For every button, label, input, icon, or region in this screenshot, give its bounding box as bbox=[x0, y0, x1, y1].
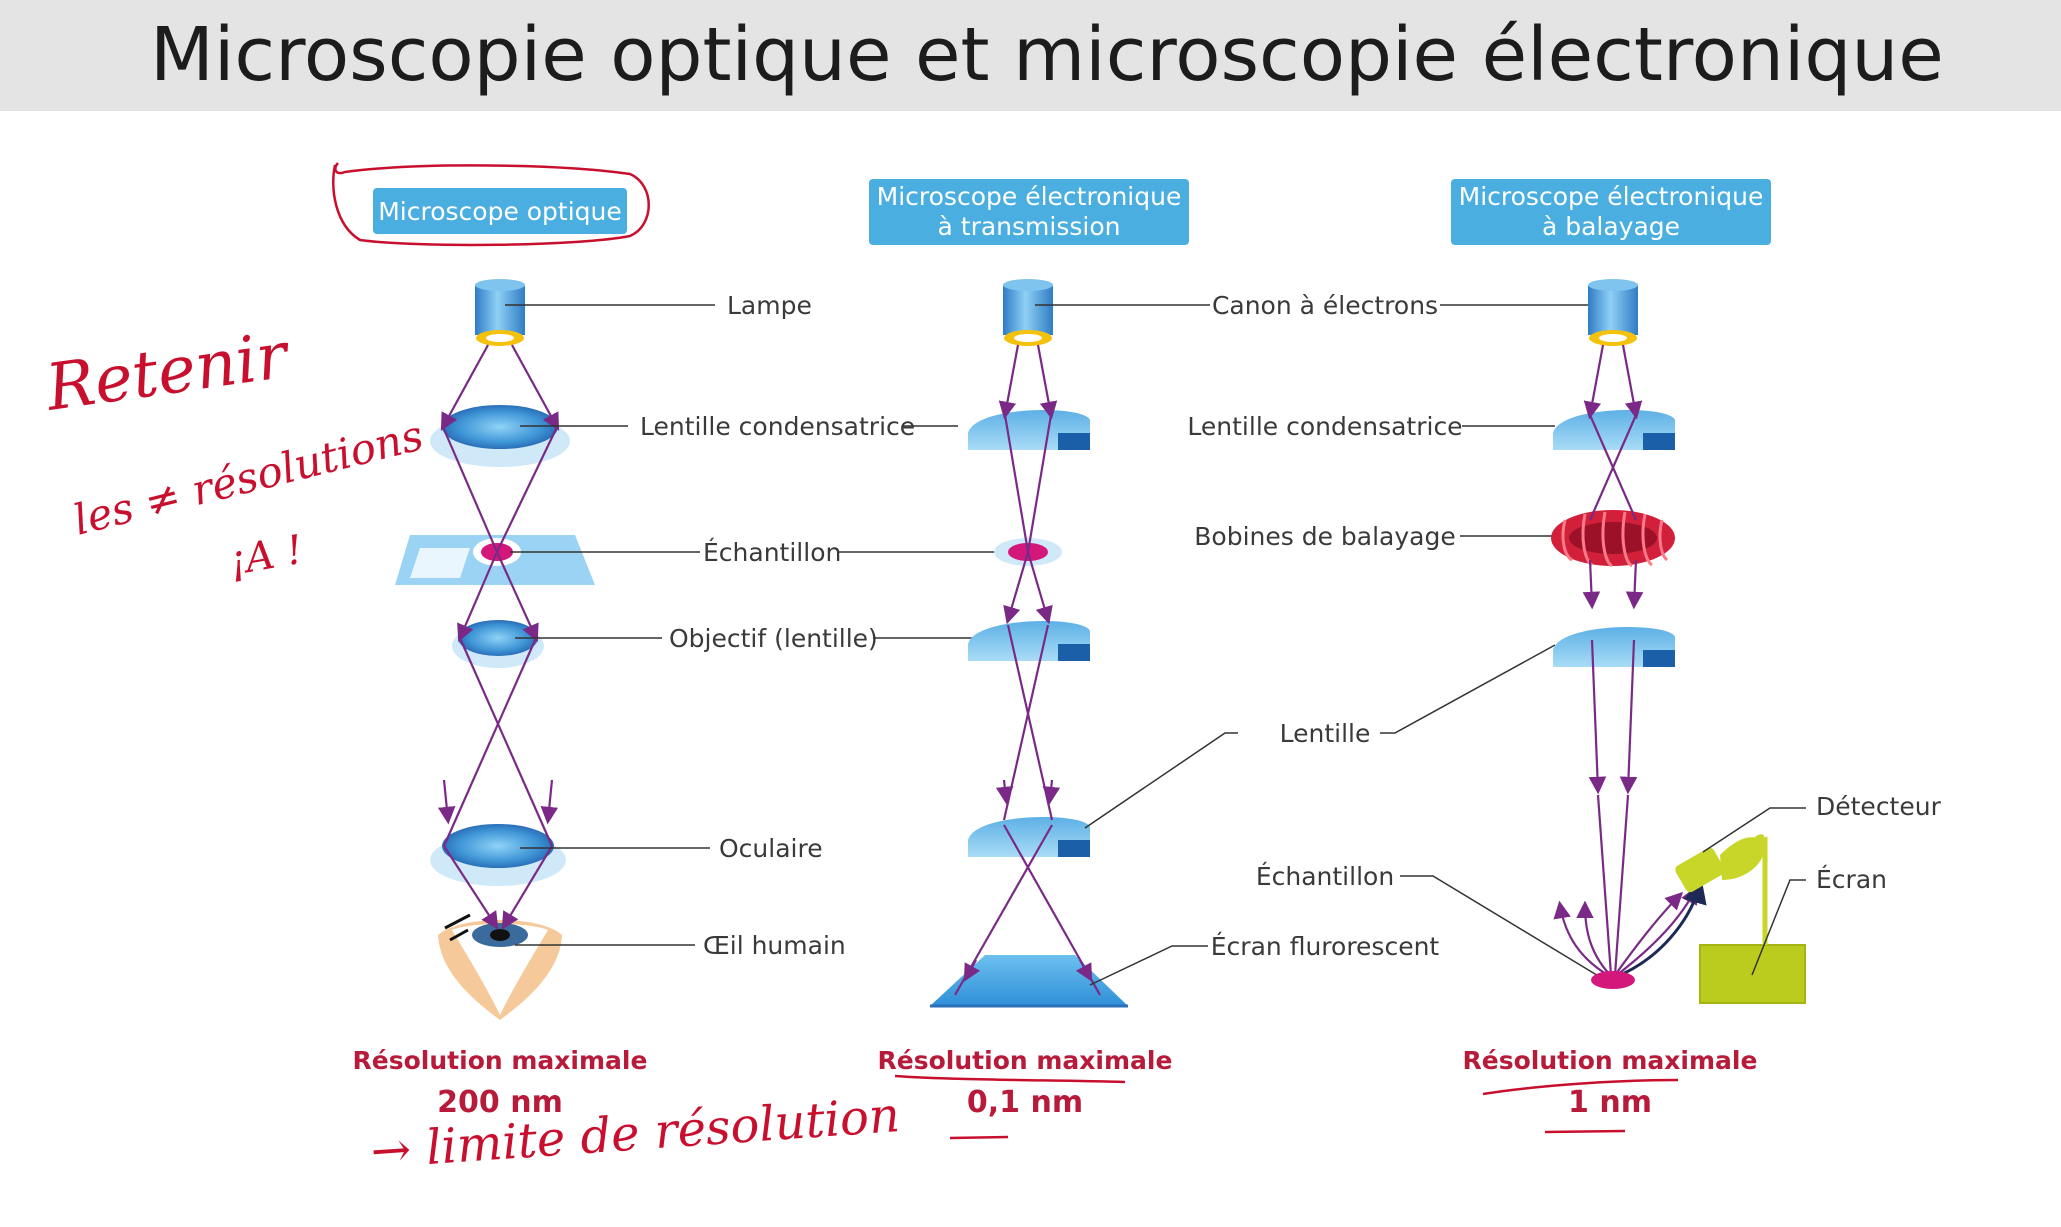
tem-projector-lens-icon bbox=[968, 817, 1090, 857]
sem-objective-lens-icon bbox=[1553, 627, 1675, 667]
label-electron-condenser: Lentille condensatrice bbox=[1187, 412, 1462, 441]
optical-column: Lampe Lentille condensatrice Échantillon… bbox=[395, 279, 1010, 1020]
label-lamp: Lampe bbox=[727, 291, 812, 320]
sem-resolution-title: Résolution maximale bbox=[1463, 1046, 1758, 1075]
sem-resolution-value: 1 nm bbox=[1568, 1085, 1652, 1120]
sem-resolution: Résolution maximale 1 nm bbox=[1463, 1046, 1758, 1134]
scan-coils-icon bbox=[1551, 510, 1675, 568]
label-sem-sample: Échantillon bbox=[1256, 862, 1394, 891]
human-eye-icon bbox=[438, 913, 562, 1020]
handwritten-resolutions: les ≠ résolutions bbox=[69, 411, 428, 545]
objective-lens-icon bbox=[452, 620, 544, 668]
tem-rays bbox=[954, 344, 1101, 996]
sem-condenser-lens-icon bbox=[1553, 410, 1675, 450]
optical-resolution: Résolution maximale 200 nm bbox=[353, 1046, 648, 1120]
eyepiece-lens-icon bbox=[430, 824, 566, 886]
label-objective: Objectif (lentille) bbox=[669, 624, 878, 653]
label-fluorescent-screen: Écran flurorescent bbox=[1211, 932, 1440, 961]
tem-resolution-title: Résolution maximale bbox=[878, 1046, 1173, 1075]
optical-microscope-box: Microscope optique bbox=[373, 188, 627, 234]
tem-box: Microscope électronique à transmission bbox=[869, 179, 1189, 245]
optical-rays bbox=[437, 344, 560, 930]
sem-sample-icon bbox=[1591, 971, 1635, 989]
tem-box-label-2: à transmission bbox=[938, 212, 1121, 241]
label-lens: Lentille bbox=[1280, 719, 1371, 748]
label-eye: Œil humain bbox=[703, 931, 846, 960]
screen-icon bbox=[1699, 920, 1806, 1004]
tem-column bbox=[930, 279, 1128, 1008]
tem-condenser-lens-icon bbox=[968, 410, 1090, 450]
sample-slide-icon bbox=[395, 535, 595, 585]
label-scan-coils: Bobines de balayage bbox=[1194, 522, 1455, 551]
tem-box-label-1: Microscope électronique bbox=[877, 182, 1182, 211]
tem-resolution-value: 0,1 nm bbox=[967, 1085, 1083, 1120]
label-eyepiece: Oculaire bbox=[719, 834, 823, 863]
sem-column: Détecteur Écran bbox=[1551, 279, 1942, 1004]
lamp-icon bbox=[475, 279, 525, 346]
handwritten-retenir: Retenir bbox=[41, 318, 295, 426]
tem-electron-gun-icon bbox=[1003, 279, 1053, 346]
optical-box-label: Microscope optique bbox=[378, 197, 622, 226]
sem-electron-gun-icon bbox=[1588, 279, 1638, 346]
optical-resolution-value: 200 nm bbox=[437, 1085, 563, 1120]
slide-title: Microscopie optique et microscopie élect… bbox=[150, 12, 1944, 98]
title-bar bbox=[0, 0, 2061, 111]
tem-objective-lens-icon bbox=[968, 621, 1090, 661]
label-electron-gun: Canon à électrons bbox=[1212, 291, 1438, 320]
label-optical-condenser: Lentille condensatrice bbox=[640, 412, 915, 441]
sem-box: Microscope électronique à balayage bbox=[1451, 179, 1771, 245]
sem-leaders bbox=[1702, 807, 1806, 976]
optical-leaders bbox=[505, 304, 715, 946]
label-screen: Écran bbox=[1816, 865, 1887, 894]
sem-box-label-1: Microscope électronique bbox=[1459, 182, 1764, 211]
handwritten-circle bbox=[332, 162, 650, 247]
condenser-lens-icon bbox=[430, 405, 570, 467]
tem-resolution: Résolution maximale 0,1 nm bbox=[878, 1046, 1173, 1140]
label-detector: Détecteur bbox=[1816, 792, 1942, 821]
optical-resolution-title: Résolution maximale bbox=[353, 1046, 648, 1075]
label-optical-sample: Échantillon bbox=[703, 538, 841, 567]
sem-box-label-2: à balayage bbox=[1542, 212, 1680, 241]
handwritten-a: ¡A ! bbox=[226, 527, 307, 585]
detector-icon bbox=[1675, 834, 1768, 920]
